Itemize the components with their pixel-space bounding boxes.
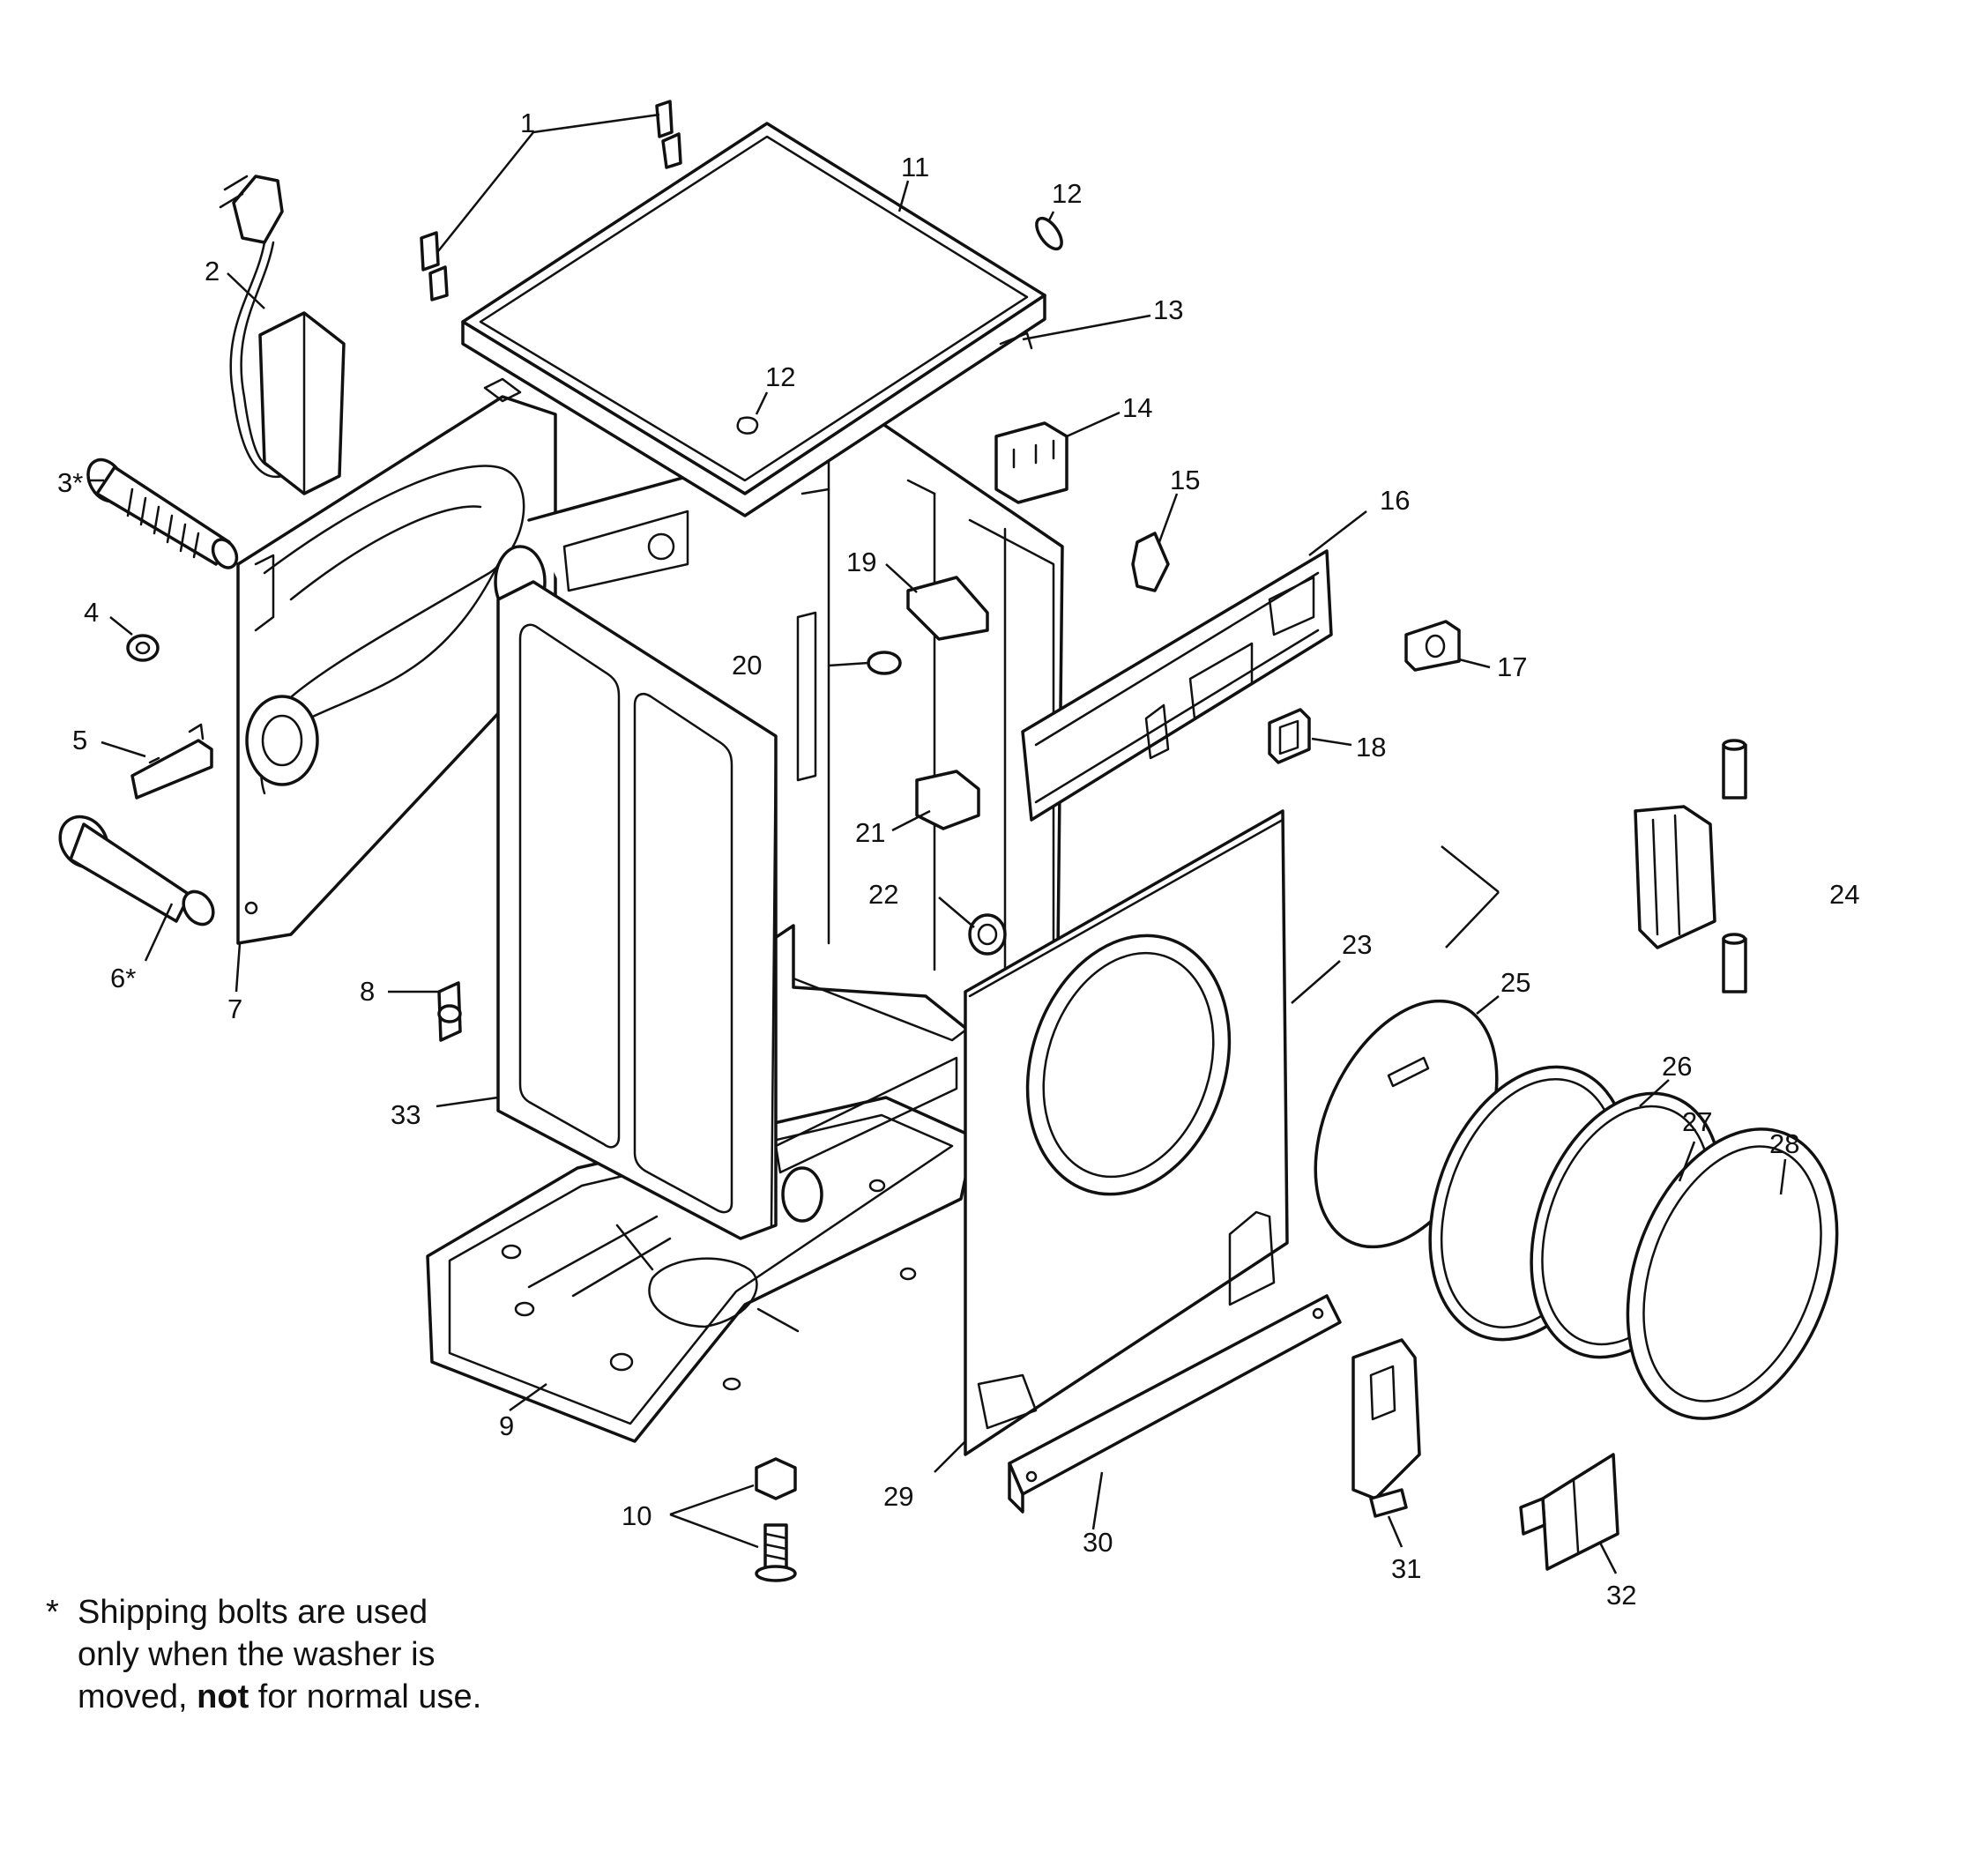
lock-bezel-part-18 <box>1268 708 1311 764</box>
footnote-text-3b: for normal use. <box>249 1678 482 1715</box>
corner-bracket-part-1 <box>420 100 682 301</box>
footnote-asterisk: * <box>46 1594 59 1631</box>
callout-26: 26 <box>1662 1051 1692 1082</box>
callout-14: 14 <box>1122 392 1152 423</box>
footnote-line-2: only when the washer is <box>78 1636 436 1673</box>
retainer-part-8 <box>437 981 462 1042</box>
callout-2: 2 <box>205 256 220 286</box>
callout-12-left: 12 <box>765 361 795 392</box>
footnote-text-1: Shipping bolts are used <box>78 1594 428 1631</box>
leveling-foot-part-10 <box>755 1457 797 1582</box>
callout-30: 30 <box>1083 1527 1113 1558</box>
shipping-bolt-part-3 <box>86 458 239 569</box>
footnote-line-3: moved, not for normal use. <box>46 1676 610 1718</box>
callout-8: 8 <box>360 976 375 1007</box>
callout-5: 5 <box>72 725 87 755</box>
clip-part-5 <box>130 723 213 800</box>
callout-17: 17 <box>1497 651 1527 682</box>
cap-part-4 <box>126 634 160 662</box>
callout-27: 27 <box>1682 1106 1712 1137</box>
callout-19: 19 <box>846 547 876 577</box>
grommet-part-12-right <box>1035 216 1063 251</box>
callout-1: 1 <box>520 108 535 138</box>
callout-29: 29 <box>883 1481 913 1512</box>
footnote-emphasis: not <box>197 1678 249 1715</box>
callout-31: 31 <box>1391 1553 1421 1584</box>
door-lock-part-31 <box>1351 1338 1421 1518</box>
callout-21: 21 <box>855 817 885 848</box>
callout-6: 6* <box>110 963 136 993</box>
callout-33: 33 <box>391 1099 421 1130</box>
callout-25: 25 <box>1500 967 1530 998</box>
callout-3: 3* <box>57 467 83 498</box>
callout-11: 11 <box>901 152 929 182</box>
bracket-part-14 <box>994 421 1068 504</box>
callout-22: 22 <box>868 879 898 910</box>
callout-12-right: 12 <box>1052 178 1082 209</box>
callout-32: 32 <box>1606 1580 1636 1611</box>
footnote-text-3a: moved, <box>78 1678 197 1715</box>
power-cord-part-2 <box>219 175 346 495</box>
bracket-part-21 <box>915 770 980 830</box>
bracket-part-19 <box>906 576 989 641</box>
hinge-part-17 <box>1404 620 1461 672</box>
shipping-bolt-part-6 <box>58 815 215 926</box>
clamp-part-20 <box>867 651 902 675</box>
leader-lines <box>88 113 1787 1574</box>
callout-23: 23 <box>1342 929 1372 960</box>
callout-13: 13 <box>1153 294 1183 325</box>
base-plate-part-9 <box>426 1096 976 1443</box>
kick-plate-part-30 <box>1008 1294 1342 1514</box>
footnote-line-1: * Shipping bolts are used <box>46 1591 610 1633</box>
top-plate-part-11 <box>461 122 1046 517</box>
door-hinge-part-24 <box>1634 739 1747 993</box>
callout-18: 18 <box>1356 732 1386 763</box>
callout-15: 15 <box>1170 465 1200 495</box>
callout-24: 24 <box>1829 879 1859 910</box>
latch-part-15 <box>1131 532 1170 592</box>
callout-9: 9 <box>499 1410 514 1441</box>
callout-labels: 1 2 3* 4 5 6* 7 8 9 10 11 12 12 13 14 15… <box>57 108 1859 1611</box>
door-outer-ring-part-28 <box>1626 1127 1839 1420</box>
door-handle-part-32 <box>1519 1453 1619 1571</box>
callout-16: 16 <box>1380 485 1410 516</box>
side-panel-part-33 <box>496 580 778 1240</box>
callout-7: 7 <box>227 993 242 1024</box>
front-panel-part-23 <box>964 809 1289 1456</box>
bushing-part-22 <box>968 913 1007 956</box>
control-bracket-part-16 <box>1021 549 1333 822</box>
shipping-bolt-footnote: * Shipping bolts are used only when the w… <box>46 1591 610 1718</box>
callout-28: 28 <box>1769 1128 1799 1159</box>
callout-10: 10 <box>622 1500 651 1531</box>
callout-20: 20 <box>732 650 762 681</box>
top-seal-part-13 <box>483 331 1033 403</box>
callout-4: 4 <box>84 597 99 628</box>
